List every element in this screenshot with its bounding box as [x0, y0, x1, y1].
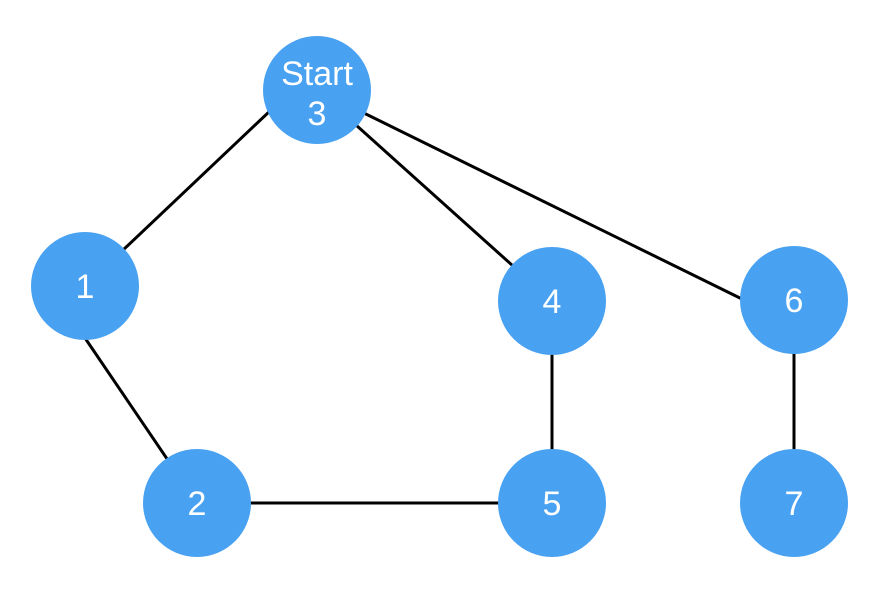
- node-n6[interactable]: 6: [740, 246, 848, 354]
- node-circle: [498, 449, 606, 557]
- node-n2[interactable]: 2: [143, 449, 251, 557]
- node-label: 2: [188, 485, 207, 523]
- node-label: 5: [543, 485, 562, 523]
- node-n7[interactable]: 7: [740, 449, 848, 557]
- node-circle: [263, 36, 371, 144]
- node-circle: [740, 246, 848, 354]
- node-label: 7: [785, 485, 804, 523]
- node-label: 1: [76, 268, 95, 306]
- node-circle: [143, 449, 251, 557]
- node-circle: [498, 247, 606, 355]
- node-n4[interactable]: 4: [498, 247, 606, 355]
- node-label: 4: [543, 283, 562, 321]
- node-circle: [31, 232, 139, 340]
- node-n1[interactable]: 1: [31, 232, 139, 340]
- node-circle: [740, 449, 848, 557]
- edge-start3-n6: [316, 88, 745, 302]
- node-label: 6: [785, 282, 804, 320]
- node-n5[interactable]: 5: [498, 449, 606, 557]
